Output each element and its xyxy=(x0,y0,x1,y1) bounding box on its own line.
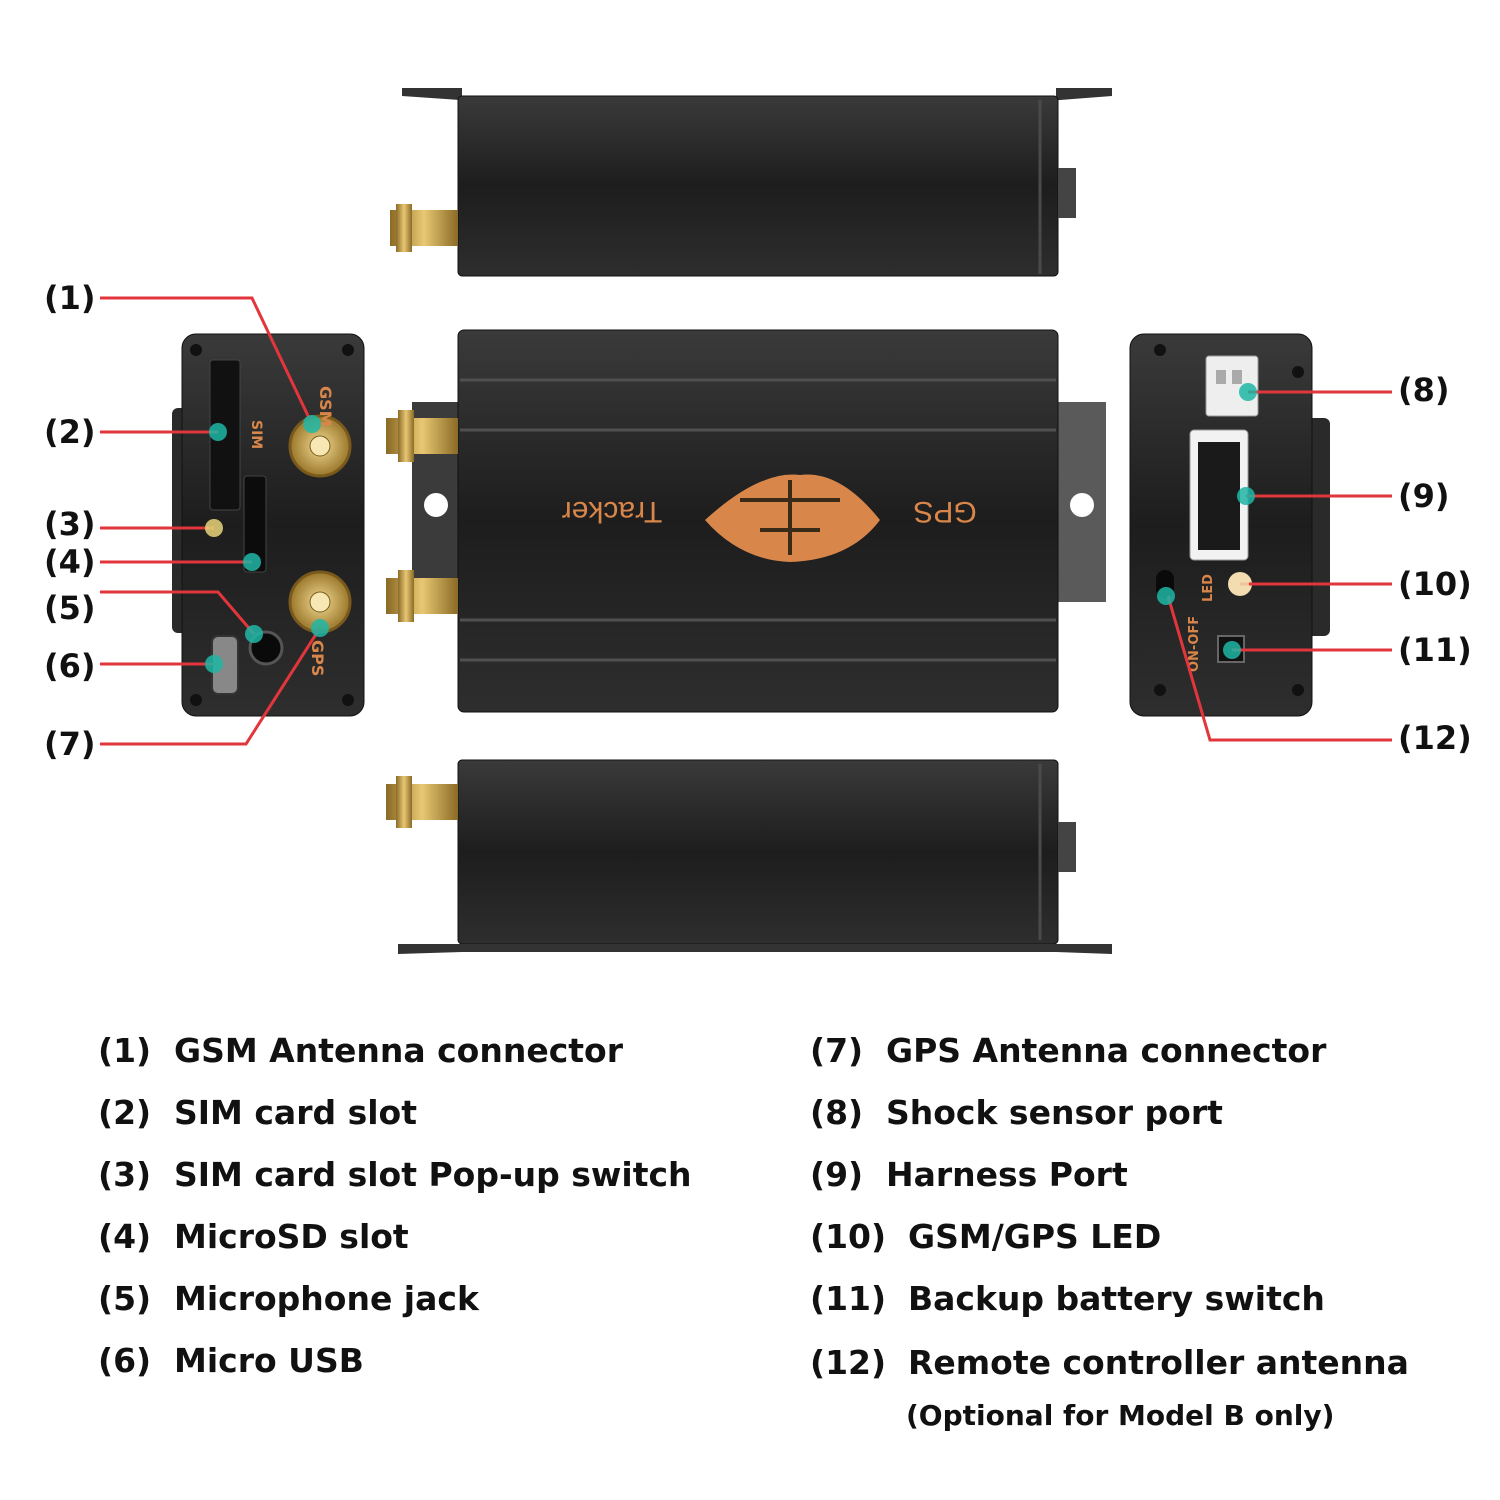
legend-item-10: (10) GSM/GPS LED xyxy=(810,1220,1161,1253)
brand-text: GPS xyxy=(913,495,976,528)
marker-7 xyxy=(311,619,329,637)
legend-item-8: (8) Shock sensor port xyxy=(810,1096,1223,1129)
legend-item-7: (7) GPS Antenna connector xyxy=(810,1034,1326,1067)
callout-2: (2) xyxy=(44,413,96,451)
legend-num: (4) xyxy=(98,1217,152,1256)
part-markers xyxy=(205,383,1257,673)
callout-4: (4) xyxy=(44,543,96,581)
front-gsm-antenna xyxy=(386,410,458,462)
callout-9: (9) xyxy=(1398,477,1450,515)
callout-6: (6) xyxy=(44,647,96,685)
legend-item-5: (5) Microphone jack xyxy=(98,1282,479,1315)
marker-1 xyxy=(303,415,321,433)
callout-7: (7) xyxy=(44,725,96,763)
legend-item-6: (6) Micro USB xyxy=(98,1344,364,1377)
marker-2 xyxy=(209,423,227,441)
legend-text: Shock sensor port xyxy=(886,1093,1223,1132)
callout-1: (1) xyxy=(44,279,96,317)
device-diagram: GPS Tracker GSM SIM GPS xyxy=(100,88,1392,954)
leader-1 xyxy=(100,296,312,421)
legend-item-4: (4) MicroSD slot xyxy=(98,1220,409,1253)
microsd-slot xyxy=(243,475,267,573)
on-off-panel-label: ON-OFF xyxy=(1187,616,1202,672)
legend-num: (2) xyxy=(98,1093,152,1132)
gps-panel-label: GPS xyxy=(308,640,327,676)
left-end-panel: GSM SIM GPS xyxy=(172,333,365,717)
brand-logo xyxy=(705,474,880,562)
marker-12 xyxy=(1157,587,1175,605)
legend-text: Harness Port xyxy=(886,1155,1128,1194)
legend-note: (Optional for Model B only) xyxy=(906,1399,1335,1432)
legend-text: SIM card slot xyxy=(174,1093,417,1132)
marker-6 xyxy=(205,655,223,673)
legend-num: (5) xyxy=(98,1279,152,1318)
front-gps-antenna xyxy=(386,570,458,622)
legend-text: SIM card slot Pop-up switch xyxy=(174,1155,692,1194)
device-front-view: GPS Tracker xyxy=(386,329,1106,713)
top-antenna-connector xyxy=(390,204,458,252)
legend-item-11: (11) Backup battery switch xyxy=(810,1282,1325,1315)
legend-text: Backup battery switch xyxy=(908,1279,1325,1318)
legend-text: GSM Antenna connector xyxy=(174,1031,623,1070)
marker-10 xyxy=(1231,575,1249,593)
legend-num: (10) xyxy=(810,1217,887,1256)
legend-num: (1) xyxy=(98,1031,152,1070)
sim-panel-label: SIM xyxy=(248,420,264,449)
legend-text: GSM/GPS LED xyxy=(908,1217,1162,1256)
callout-11: (11) xyxy=(1398,631,1472,669)
legend-item-3: (3) SIM card slot Pop-up switch xyxy=(98,1158,692,1191)
bottom-antenna-connector xyxy=(386,776,458,828)
callout-8: (8) xyxy=(1398,371,1450,409)
legend-item-12: (12) Remote controller antenna xyxy=(810,1346,1409,1379)
leader-7 xyxy=(100,627,322,746)
legend-text: MicroSD slot xyxy=(174,1217,409,1256)
legend-text: Microphone jack xyxy=(174,1279,479,1318)
legend-item-9: (9) Harness Port xyxy=(810,1158,1128,1191)
brand-subtext: Tracker xyxy=(562,495,663,528)
marker-4 xyxy=(243,553,261,571)
callout-5: (5) xyxy=(44,589,96,627)
marker-11 xyxy=(1223,641,1241,659)
legend-item-1: (1) GSM Antenna connector xyxy=(98,1034,623,1067)
led-panel-label: LED xyxy=(1201,574,1216,602)
legend-text: Remote controller antenna xyxy=(908,1343,1409,1382)
leader-5 xyxy=(100,590,256,635)
callout-12: (12) xyxy=(1398,719,1472,757)
legend-num: (11) xyxy=(810,1279,887,1318)
callout-3: (3) xyxy=(44,505,96,543)
legend-num: (6) xyxy=(98,1341,152,1380)
legend-num: (12) xyxy=(810,1343,887,1382)
device-bottom-view xyxy=(386,759,1112,954)
legend-num: (3) xyxy=(98,1155,152,1194)
legend-item-2: (2) SIM card slot xyxy=(98,1096,417,1129)
legend-num: (7) xyxy=(810,1031,864,1070)
device-top-view xyxy=(390,88,1112,277)
legend-text: GPS Antenna connector xyxy=(886,1031,1327,1070)
marker-3 xyxy=(205,519,223,537)
legend-num: (9) xyxy=(810,1155,864,1194)
legend-text: Micro USB xyxy=(174,1341,364,1380)
marker-8 xyxy=(1239,383,1257,401)
leader-12 xyxy=(1166,595,1392,742)
callout-10: (10) xyxy=(1398,565,1472,603)
leader-lines xyxy=(100,296,1392,746)
legend-num: (8) xyxy=(810,1093,864,1132)
marker-5 xyxy=(245,625,263,643)
gsm-panel-label: GSM xyxy=(316,386,335,427)
marker-9 xyxy=(1237,487,1255,505)
